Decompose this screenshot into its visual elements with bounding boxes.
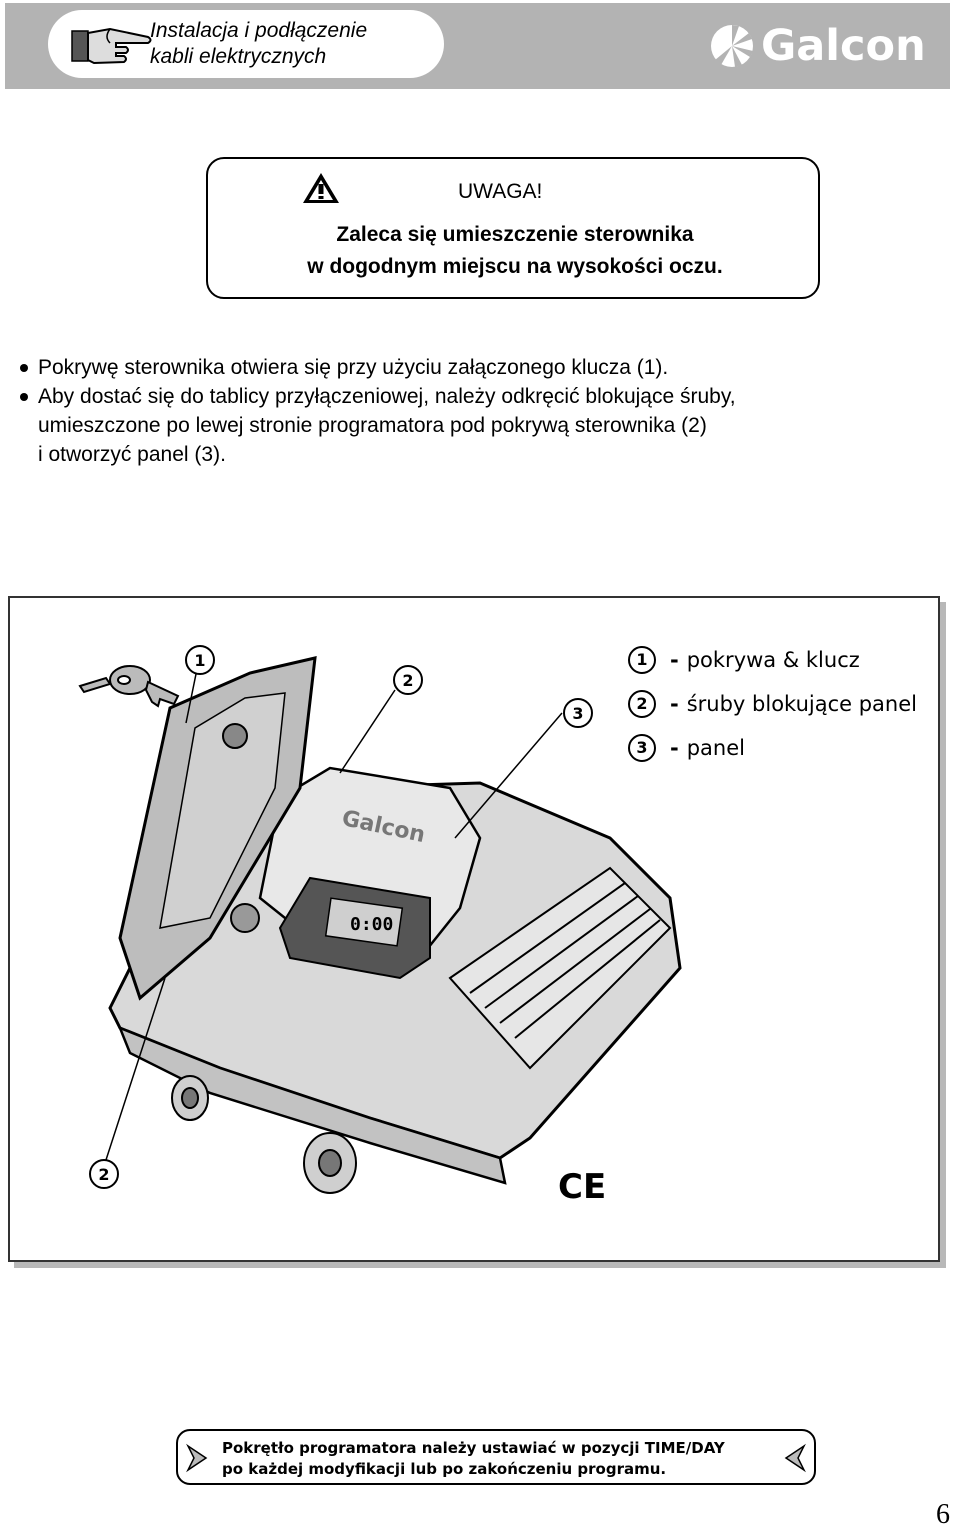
page-number: 6 bbox=[936, 1499, 950, 1530]
header-title-pill: Instalacja i podłączenie kabli elektrycz… bbox=[48, 10, 444, 78]
controller-display bbox=[324, 897, 404, 947]
brand-logo: Galcon bbox=[709, 20, 926, 72]
program-knob bbox=[230, 903, 260, 933]
controller-illustration: 0:00 Galcon 1 bbox=[8, 596, 940, 1262]
callout-label: 2 bbox=[402, 671, 413, 690]
legend-number: 2 bbox=[628, 690, 656, 718]
list-item: Pokrywę sterownika otwiera się przy użyc… bbox=[16, 353, 956, 382]
callout-label: 3 bbox=[572, 704, 583, 723]
callout-circles: 1 2 3 2 bbox=[89, 645, 593, 1189]
figure-legend: 1 - pokrywa & klucz 2 - śruby blokujące … bbox=[628, 638, 917, 770]
legend-label: panel bbox=[686, 736, 745, 760]
callout-leaders bbox=[104, 673, 563, 1164]
legend-number: 1 bbox=[628, 646, 656, 674]
page-header: Instalacja i podłączenie kabli elektrycz… bbox=[5, 3, 950, 89]
key-icon bbox=[78, 665, 180, 708]
chevron-left-icon bbox=[784, 1443, 806, 1473]
galcon-logo-icon bbox=[711, 25, 753, 67]
bullet-icon bbox=[20, 393, 28, 401]
ce-mark: CE bbox=[558, 1167, 606, 1207]
list-item-text: Pokrywę sterownika otwiera się przy użyc… bbox=[38, 356, 669, 379]
section-title: Instalacja i podłączenie kabli elektrycz… bbox=[150, 18, 367, 70]
warning-title: UWAGA! bbox=[458, 180, 543, 203]
legend-label: pokrywa & klucz bbox=[686, 648, 860, 672]
callout-label: 1 bbox=[194, 651, 205, 670]
note-box: Pokrętło programatora należy ustawiać w … bbox=[176, 1429, 816, 1485]
legend-number: 3 bbox=[628, 734, 656, 762]
warning-box: UWAGA! Zaleca się umieszczenie sterownik… bbox=[206, 157, 820, 299]
note-text: Pokrętło programatora należy ustawiać w … bbox=[222, 1438, 725, 1480]
chevron-right-icon bbox=[186, 1443, 208, 1473]
legend-item: 2 - śruby blokujące panel bbox=[628, 682, 917, 726]
legend-item: 3 - panel bbox=[628, 726, 917, 770]
pointing-hand-icon bbox=[71, 27, 152, 65]
bullet-icon bbox=[20, 364, 28, 372]
section-title-line1: Instalacja i podłączenie bbox=[150, 19, 368, 42]
legend-item: 1 - pokrywa & klucz bbox=[628, 638, 917, 682]
callout-label: 2 bbox=[98, 1165, 109, 1184]
list-item-text: Aby dostać się do tablicy przyłączeniowe… bbox=[38, 385, 736, 408]
warning-line: Zaleca się umieszczenie sterownika bbox=[336, 223, 694, 246]
section-title-line2: kabli elektrycznych bbox=[150, 45, 327, 68]
lid-lock bbox=[222, 723, 248, 749]
warning-line: w dogodnym miejscu na wysokości oczu. bbox=[307, 255, 723, 278]
note-line: po każdej modyfikacji lub po zakończeniu… bbox=[222, 1460, 667, 1478]
legend-label: śruby blokujące panel bbox=[686, 692, 917, 716]
warning-triangle-icon bbox=[303, 173, 339, 203]
list-item-text: i otworzyć panel (3). bbox=[38, 443, 226, 466]
display-value: 0:00 bbox=[350, 914, 393, 935]
list-item-text: umieszczone po lewej stronie programator… bbox=[38, 414, 707, 437]
housing-fins bbox=[448, 866, 672, 1070]
brand-name: Galcon bbox=[761, 21, 926, 71]
warning-text: Zaleca się umieszczenie sterownika w dog… bbox=[208, 219, 822, 283]
cable-glands bbox=[171, 1075, 357, 1194]
instruction-list: Pokrywę sterownika otwiera się przy użyc… bbox=[16, 353, 956, 469]
controller-drawing: 0:00 Galcon 1 bbox=[78, 645, 682, 1207]
list-item: Aby dostać się do tablicy przyłączeniowe… bbox=[16, 382, 956, 469]
note-line: Pokrętło programatora należy ustawiać w … bbox=[222, 1439, 725, 1457]
